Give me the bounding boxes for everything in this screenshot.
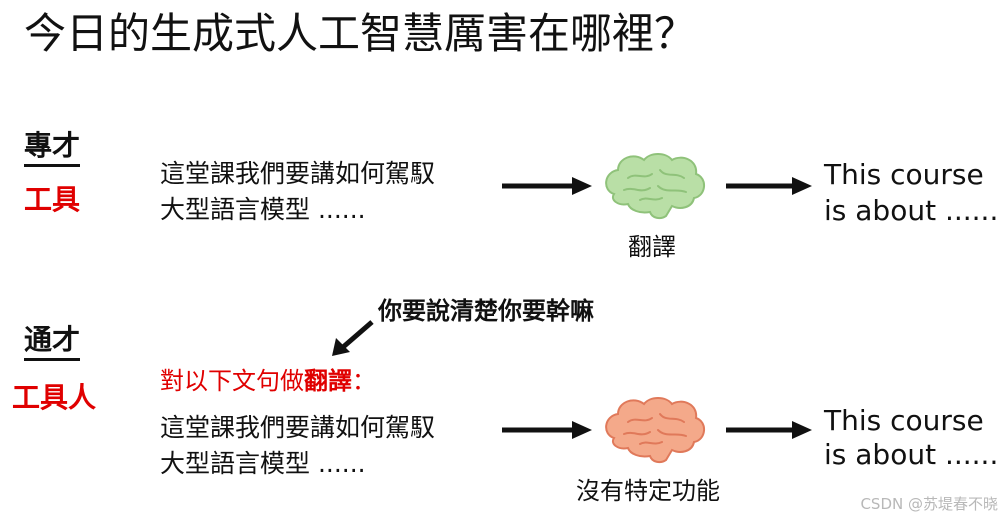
callout-arrow [332, 320, 374, 356]
generalist-brain-shape [605, 397, 705, 464]
instruction-suffix: ： [352, 367, 376, 395]
instruction-keyword: 翻譯 [304, 367, 352, 395]
specialist-label-top: 專才 [24, 129, 81, 167]
specialist-arrow-in [502, 177, 592, 195]
generalist-label-bottom: 工具人 [12, 381, 97, 414]
generalist-output-line-1: This course [824, 404, 984, 437]
specialist-brain-shape [605, 153, 705, 220]
instruction-callout: 你要說清楚你要幹嘛 [378, 297, 594, 325]
generalist-input-line-2: 大型語言模型 ...... [160, 449, 366, 478]
specialist-arrow-out [726, 177, 812, 195]
specialist-input-line-1: 這堂課我們要講如何駕馭 [160, 159, 436, 188]
brain-icon [605, 397, 705, 464]
specialist-label: 專才 [24, 128, 81, 167]
specialist-output-line-2: is about ...... [824, 194, 999, 227]
page-title: 今日的生成式人工智慧厲害在哪裡？ [24, 9, 697, 58]
generalist-arrow-out [726, 421, 812, 439]
specialist-brain-caption: 翻譯 [628, 233, 676, 261]
generalist-label-top: 通才 [24, 323, 81, 361]
generalist-input-line-1: 這堂課我們要講如何駕馭 [160, 413, 436, 442]
watermark: CSDN @苏堤春不晓 [860, 495, 998, 513]
brain-icon [605, 153, 705, 220]
specialist-output-line-1: This course [824, 158, 984, 191]
instruction-prompt: 對以下文句做翻譯： [160, 366, 376, 396]
generalist-output-line-2: is about ...... [824, 438, 999, 471]
specialist-input-line-2: 大型語言模型 ...... [160, 195, 366, 224]
generalist-brain-caption: 沒有特定功能 [576, 477, 720, 505]
instruction-prefix: 對以下文句做 [160, 367, 304, 395]
generalist-label: 通才 [24, 322, 81, 361]
specialist-label-bottom: 工具 [24, 183, 81, 216]
generalist-arrow-in [502, 421, 592, 439]
